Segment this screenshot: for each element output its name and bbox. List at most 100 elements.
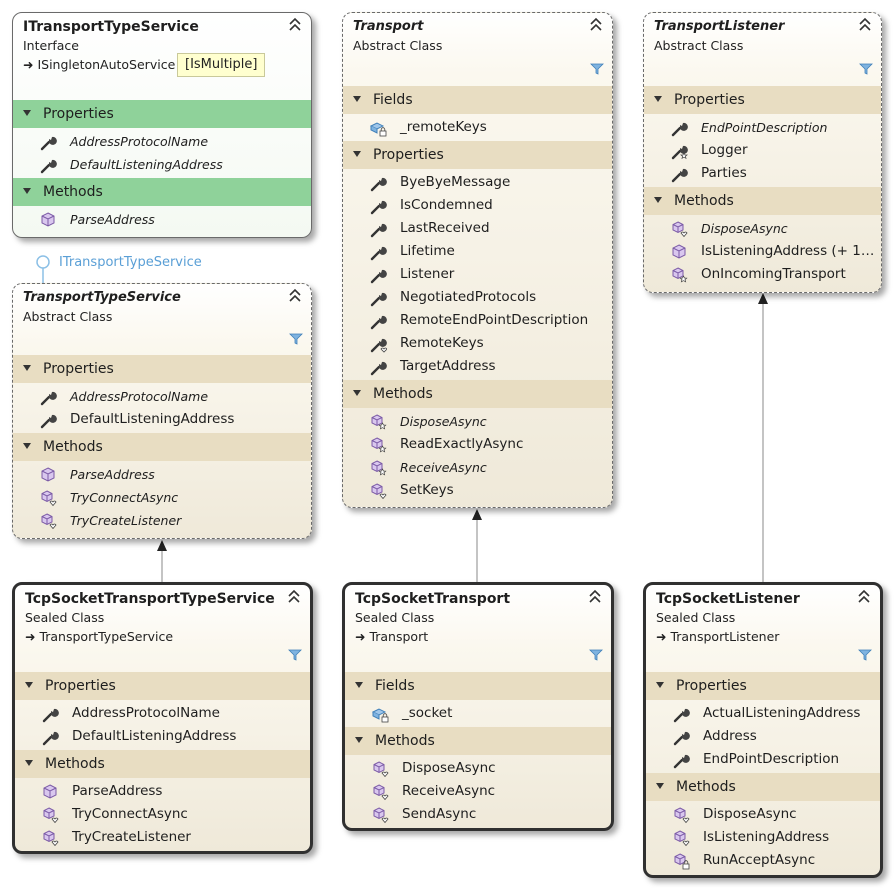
member-row[interactable]: NegotiatedProtocols	[343, 286, 612, 309]
member-row[interactable]: SendAsync	[345, 803, 611, 826]
expand-triangle-icon[interactable]	[656, 783, 664, 789]
member-row[interactable]: DisposeAsync	[345, 757, 611, 780]
class-box-tcpsocketlistener[interactable]: TcpSocketListener Sealed Class ➜ Transpo…	[643, 582, 883, 878]
collapse-chevron-icon[interactable]	[287, 589, 301, 605]
member-row[interactable]: RemoteKeys	[343, 332, 612, 355]
member-row[interactable]: Listener	[343, 263, 612, 286]
member-row[interactable]: AddressProtocolName	[13, 130, 311, 153]
class-box-tcpsockettransport[interactable]: TcpSocketTransport Sealed Class ➜ Transp…	[342, 582, 614, 831]
collapse-chevron-icon[interactable]	[588, 589, 602, 605]
section-header-properties[interactable]: Properties	[644, 86, 881, 114]
member-row[interactable]: EndPointDescription	[646, 748, 880, 771]
expand-triangle-icon[interactable]	[654, 197, 662, 203]
wrench-icon	[369, 197, 387, 215]
collapse-chevron-icon[interactable]	[858, 17, 872, 33]
section-header-methods[interactable]: Methods	[343, 380, 612, 408]
section-header-properties[interactable]: Properties	[646, 672, 880, 700]
section-label: Methods	[676, 779, 736, 795]
filter-icon[interactable]	[859, 63, 873, 75]
filter-icon[interactable]	[590, 63, 604, 75]
expand-triangle-icon[interactable]	[353, 151, 361, 157]
expand-triangle-icon[interactable]	[23, 365, 31, 371]
section-header-methods[interactable]: Methods	[13, 178, 311, 206]
class-box-transportlistener[interactable]: TransportListener Abstract Class Propert…	[643, 12, 882, 293]
member-row[interactable]: DefaultListeningAddress	[15, 725, 310, 748]
class-box-itransporttypeservice[interactable]: ITransportTypeService Interface ➜ ISingl…	[12, 12, 312, 238]
class-header: TransportTypeService Abstract Class	[13, 284, 311, 355]
class-box-transporttypeservice[interactable]: TransportTypeService Abstract Class Prop…	[12, 283, 312, 539]
class-box-tcpsockettransporttypeservice[interactable]: TcpSocketTransportTypeService Sealed Cla…	[12, 582, 313, 854]
section-header-methods[interactable]: Methods	[345, 727, 611, 755]
section-header-properties[interactable]: Properties	[13, 355, 311, 383]
section-label: Methods	[43, 439, 103, 455]
expand-triangle-icon[interactable]	[355, 737, 363, 743]
section-header-properties[interactable]: Properties	[15, 672, 310, 700]
expand-triangle-icon[interactable]	[23, 110, 31, 116]
section-header-methods[interactable]: Methods	[13, 433, 311, 461]
collapse-chevron-icon[interactable]	[857, 589, 871, 605]
member-row[interactable]: Lifetime	[343, 240, 612, 263]
member-row[interactable]: SetKeys	[343, 479, 612, 502]
member-row[interactable]: TryConnectAsync	[15, 803, 310, 826]
section-header-fields[interactable]: Fields	[345, 672, 611, 700]
member-row[interactable]: DisposeAsync	[343, 410, 612, 433]
member-row[interactable]: ReceiveAsync	[343, 456, 612, 479]
expand-triangle-icon[interactable]	[654, 96, 662, 102]
expand-triangle-icon[interactable]	[656, 682, 664, 688]
section-header-properties[interactable]: Properties	[13, 100, 311, 128]
member-row[interactable]: RunAcceptAsync	[646, 849, 880, 872]
member-row[interactable]: Parties	[644, 162, 881, 185]
section-header-methods[interactable]: Methods	[644, 187, 881, 215]
member-row[interactable]: ParseAddress	[13, 208, 311, 231]
member-row[interactable]: TryCreateListener	[15, 826, 310, 849]
member-row[interactable]: _socket	[345, 702, 611, 725]
member-row[interactable]: DefaultListeningAddress	[13, 153, 311, 176]
member-label: ParseAddress	[70, 212, 155, 227]
member-row[interactable]: LastReceived	[343, 217, 612, 240]
collapse-chevron-icon[interactable]	[288, 17, 302, 33]
member-row[interactable]: TryConnectAsync	[13, 486, 311, 509]
filter-icon[interactable]	[289, 333, 303, 345]
collapse-chevron-icon[interactable]	[589, 17, 603, 33]
filter-icon[interactable]	[858, 649, 872, 661]
member-row[interactable]: OnIncomingTransport	[644, 263, 881, 286]
expand-triangle-icon[interactable]	[25, 760, 33, 766]
expand-triangle-icon[interactable]	[25, 682, 33, 688]
member-row[interactable]: IsListeningAddress (+ 1…	[644, 240, 881, 263]
member-row[interactable]: DisposeAsync	[646, 803, 880, 826]
class-box-transport[interactable]: Transport Abstract Class Fields_remoteKe…	[342, 12, 613, 508]
member-row[interactable]: _remoteKeys	[343, 116, 612, 139]
expand-triangle-icon[interactable]	[353, 390, 361, 396]
member-row[interactable]: IsCondemned	[343, 194, 612, 217]
filter-icon[interactable]	[288, 649, 302, 661]
member-row[interactable]: AddressProtocolName	[15, 702, 310, 725]
member-row[interactable]: Logger	[644, 139, 881, 162]
member-row[interactable]: DisposeAsync	[644, 217, 881, 240]
expand-triangle-icon[interactable]	[23, 443, 31, 449]
member-row[interactable]: Address	[646, 725, 880, 748]
member-row[interactable]: ParseAddress	[15, 780, 310, 803]
section-header-properties[interactable]: Properties	[343, 141, 612, 169]
member-row[interactable]: AddressProtocolName	[13, 385, 311, 408]
section-header-fields[interactable]: Fields	[343, 86, 612, 114]
member-row[interactable]: ReceiveAsync	[345, 780, 611, 803]
expand-triangle-icon[interactable]	[353, 96, 361, 102]
section-header-methods[interactable]: Methods	[15, 750, 310, 778]
member-row[interactable]: ActualListeningAddress	[646, 702, 880, 725]
filter-icon[interactable]	[589, 649, 603, 661]
member-row[interactable]: ByeByeMessage	[343, 171, 612, 194]
member-row[interactable]: DefaultListeningAddress	[13, 408, 311, 431]
section-label: Properties	[373, 147, 444, 163]
expand-triangle-icon[interactable]	[23, 188, 31, 194]
member-row[interactable]: IsListeningAddress	[646, 826, 880, 849]
collapse-chevron-icon[interactable]	[288, 288, 302, 304]
member-row[interactable]: ReadExactlyAsync	[343, 433, 612, 456]
member-row[interactable]: TargetAddress	[343, 355, 612, 378]
wrench-icon	[369, 266, 387, 284]
member-row[interactable]: ParseAddress	[13, 463, 311, 486]
expand-triangle-icon[interactable]	[355, 682, 363, 688]
section-header-methods[interactable]: Methods	[646, 773, 880, 801]
member-row[interactable]: TryCreateListener	[13, 509, 311, 532]
member-row[interactable]: EndPointDescription	[644, 116, 881, 139]
member-row[interactable]: RemoteEndPointDescription	[343, 309, 612, 332]
